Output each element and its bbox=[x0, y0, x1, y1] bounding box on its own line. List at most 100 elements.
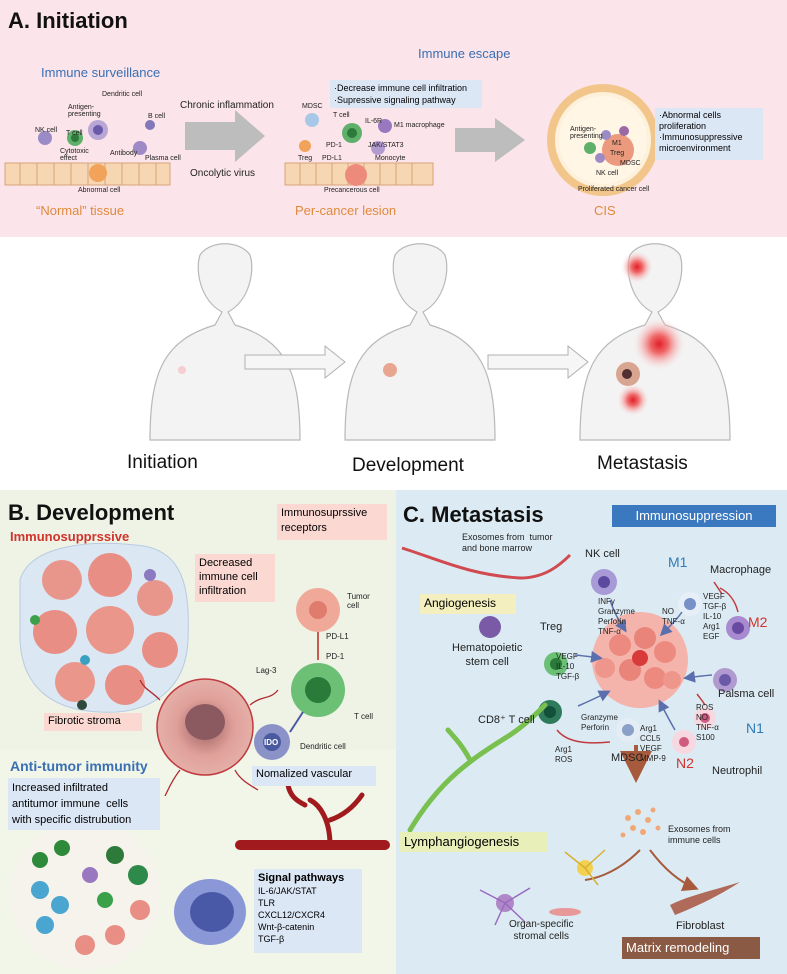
mdsc-factors: Arg1 ROS bbox=[555, 745, 573, 764]
tumor-tissue-graphic bbox=[19, 542, 189, 713]
metastasis-arrows bbox=[574, 599, 713, 731]
cis-graphic bbox=[547, 84, 659, 196]
escape-box: ·Decrease immune cell infiltration ·Supr… bbox=[330, 80, 482, 108]
signal-item-5: TGF-β bbox=[258, 934, 285, 944]
n2-factors: Arg1 CCL5 VEGF MMP-9 bbox=[640, 724, 666, 763]
metastasis-cells-graphic bbox=[479, 569, 750, 754]
panel-c-metastasis bbox=[396, 490, 787, 974]
label-treg-a2: Treg bbox=[298, 155, 313, 162]
palsma-label: Palsma cell bbox=[718, 688, 775, 700]
label-m1-a3: M1 bbox=[612, 140, 622, 147]
precancer-label: Per-cancer lesion bbox=[295, 203, 397, 218]
label-dendritic-a: Dendritic cell bbox=[102, 91, 143, 98]
tumor-cell-label: Tumor cell bbox=[347, 592, 370, 610]
macrophage-label: Macrophage bbox=[710, 564, 772, 576]
label-antigen-a: Antigen- presenting bbox=[68, 104, 101, 118]
label-bcell-a: B cell bbox=[148, 113, 166, 120]
cd8-factors: Granzyme Perforin bbox=[581, 713, 618, 732]
cis-box-line-2: proliferation bbox=[659, 121, 707, 131]
signal-box: Signal pathways IL-6/JAK/STAT TLR CXCL12… bbox=[254, 869, 362, 953]
nk-factors: INFγ Granzyme Perforin TNF-α bbox=[598, 597, 635, 636]
body-initiation bbox=[149, 243, 301, 441]
cis-box: ·Abnormal cells proliferation ·Immunosup… bbox=[655, 108, 763, 160]
matrix-box: Matrix remodeling bbox=[622, 937, 760, 959]
cis-box-line-3: ·Immunosuppressive bbox=[659, 132, 743, 142]
receptors-box: Immunosuprssive receptors bbox=[277, 504, 387, 540]
m2-label-c: M2 bbox=[748, 614, 768, 630]
panel-c-title: C. Metastasis bbox=[403, 502, 544, 527]
normal-tissue-label: “Normal” tissue bbox=[36, 203, 125, 218]
immune-synapse-graphic bbox=[254, 588, 345, 760]
anti-tumor-label: Anti-tumor immunity bbox=[10, 758, 148, 774]
exosomes-tumor-label: Exosomes from tumor and bone marrow bbox=[462, 532, 553, 553]
exosome-branch-arrows bbox=[584, 849, 695, 888]
n2-label-c: N2 bbox=[676, 755, 694, 771]
label-antigen-a3: Antigen- presenting bbox=[570, 126, 603, 140]
stromal-cells-graphic bbox=[479, 849, 740, 926]
dendritic-label-b: Dendritic cell bbox=[300, 742, 346, 751]
pdl1-label: PD-L1 bbox=[326, 632, 349, 641]
label-m1-a2: M1 macrophage bbox=[394, 122, 445, 129]
signal-item-1: IL-6/JAK/STAT bbox=[258, 886, 317, 896]
label-jak-a2: JAK/STAT3 bbox=[368, 142, 404, 149]
immune-surveillance-label: Immune surveillance bbox=[41, 65, 161, 80]
immune-escape-label: Immune escape bbox=[418, 46, 511, 61]
tcell-label-b: T cell bbox=[354, 712, 373, 721]
cis-label: CIS bbox=[594, 203, 616, 218]
fibroblast-label: Fibroblast bbox=[676, 920, 725, 932]
label-nk-a: NK cell bbox=[35, 127, 58, 134]
escape-box-line-1: ·Decrease immune cell infiltration bbox=[334, 83, 468, 93]
normal-tissue-graphic bbox=[4, 120, 171, 186]
organ-label: Organ-specific stromal cells bbox=[509, 919, 574, 942]
lag3-label: Lag-3 bbox=[256, 666, 277, 675]
cis-box-line-4: microenvironment bbox=[659, 143, 731, 153]
label-tcell-a2: T cell bbox=[333, 112, 350, 119]
neutrophil-label: Neutrophil bbox=[712, 765, 763, 777]
precancer-tissue-graphic bbox=[284, 113, 434, 186]
cd8-label: CD8⁺ T cell bbox=[478, 714, 535, 726]
b-cell-graphic bbox=[174, 879, 246, 945]
label-treg-a3: Treg bbox=[610, 150, 625, 157]
signal-title: Signal pathways bbox=[258, 872, 345, 884]
panel-b-title: B. Development bbox=[8, 500, 175, 525]
hsc-label: Hematopoietic stem cell bbox=[452, 642, 523, 668]
immunosuppression-box: Immunosuppression bbox=[612, 505, 776, 527]
ido-label: IDO bbox=[264, 738, 279, 747]
label-monocyte-a2: Monocyte bbox=[375, 155, 406, 162]
treg-factors: VEGF IL-10 TGF-β bbox=[556, 652, 580, 681]
label-precancer-cell-a2: Precancerous cell bbox=[324, 187, 380, 194]
treg-label-c: Treg bbox=[540, 621, 563, 633]
pd1-label: PD-1 bbox=[326, 652, 345, 661]
vascular-graphic bbox=[235, 782, 390, 850]
exosome-dots bbox=[620, 807, 661, 838]
label-antibody-a: Antibody bbox=[110, 150, 138, 157]
n1-label-c: N1 bbox=[746, 720, 764, 736]
arrow-a1 bbox=[185, 110, 265, 162]
signal-item-2: TLR bbox=[258, 898, 276, 908]
lymph-box: Lymphangiogenesis bbox=[400, 832, 548, 852]
arrow-stage1 bbox=[244, 344, 346, 380]
chronic-inflammation-label: Chronic inflammation bbox=[180, 100, 274, 111]
arrow-stage2 bbox=[487, 344, 589, 380]
body-development bbox=[344, 243, 496, 441]
body-metastasis bbox=[579, 243, 731, 441]
vessel-graphic bbox=[401, 546, 572, 580]
fibrotic-ball-graphic bbox=[139, 678, 279, 797]
oncolytic-virus-label: Oncolytic virus bbox=[190, 168, 256, 179]
lymph-vessel-graphic bbox=[407, 702, 548, 833]
panel-a-title: A. Initiation bbox=[8, 8, 128, 33]
label-plasma-a: Plasma cell bbox=[145, 155, 181, 162]
label-abnormal-a: Abnormal cell bbox=[78, 187, 121, 194]
label-pdl1-a2: PD-L1 bbox=[322, 155, 342, 162]
fibrotic-box: Fibrotic stroma bbox=[44, 713, 142, 731]
label-mdsc-a3: MDSC bbox=[620, 160, 641, 167]
stage-development: Development bbox=[352, 455, 464, 476]
arrow-a2 bbox=[455, 118, 525, 162]
signal-item-4: Wnt-β-catenin bbox=[258, 922, 315, 932]
stage-initiation: Initiation bbox=[127, 452, 198, 473]
nk-label-c: NK cell bbox=[585, 548, 620, 560]
label-il6r-a2: IL-6R bbox=[365, 118, 383, 125]
n1-factors: ROS NO TNF-α S100 bbox=[696, 703, 719, 742]
stage-metastasis: Metastasis bbox=[597, 453, 688, 474]
